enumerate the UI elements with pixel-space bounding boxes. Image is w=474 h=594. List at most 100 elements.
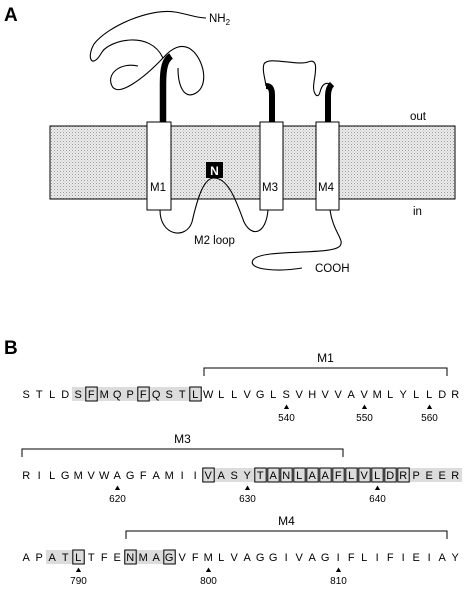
- panel-b-letter: B: [4, 338, 18, 359]
- residue-letter: Y: [452, 552, 460, 564]
- residue-letter: L: [361, 552, 368, 564]
- shaded-residue: [111, 387, 124, 401]
- residue-letter: A: [49, 552, 57, 564]
- shaded-residue: [46, 550, 59, 564]
- residue-letter: P: [36, 552, 44, 564]
- residue-letter: A: [23, 552, 31, 564]
- residue-letter: F: [348, 552, 355, 564]
- residue-letter: G: [269, 552, 278, 564]
- n-site-marker: [206, 162, 223, 178]
- shaded-residue: [306, 468, 319, 482]
- position-number: 790: [70, 576, 87, 587]
- position-tick: [205, 567, 212, 572]
- residue-letter: E: [114, 552, 122, 564]
- residue-letter: G: [61, 470, 70, 482]
- residue-letter: L: [75, 552, 82, 564]
- residue-letter: G: [256, 389, 265, 401]
- shaded-residue: [436, 468, 449, 482]
- shaded-residue: [254, 468, 267, 482]
- residue-letter: A: [153, 552, 161, 564]
- m1-box: [146, 121, 172, 211]
- shaded-residue: [280, 468, 293, 482]
- residue-letter: P: [127, 389, 135, 401]
- residue-letter: A: [270, 470, 278, 482]
- position-number: 560: [421, 413, 438, 424]
- residue-letter: G: [256, 552, 265, 564]
- residue-letter: F: [101, 552, 108, 564]
- position-number: 540: [278, 413, 295, 424]
- residue-letter: V: [296, 552, 304, 564]
- shaded-residue: [332, 468, 345, 482]
- segment-bracket: [203, 367, 448, 376]
- boxed-residue: [319, 467, 332, 483]
- n-terminal-chain: [89, 10, 207, 96]
- shaded-residue: [150, 387, 163, 401]
- shaded-residue: [189, 387, 202, 401]
- panel-a-letter: A: [4, 5, 18, 26]
- position-tick: [75, 567, 82, 572]
- residue-letter: P: [413, 470, 421, 482]
- residue-letter: L: [348, 470, 355, 482]
- residue-letter: I: [181, 470, 185, 482]
- shaded-residue: [358, 468, 371, 482]
- m1-extracellular-segment: [159, 53, 174, 125]
- residue-letter: L: [374, 470, 381, 482]
- shaded-residue: [371, 468, 384, 482]
- shaded-residue: [163, 550, 176, 564]
- boxed-residue: [293, 467, 306, 483]
- residue-letter: L: [270, 389, 277, 401]
- shaded-residue: [345, 468, 358, 482]
- residue-letter: D: [61, 389, 70, 401]
- segment-bracket: [21, 448, 344, 457]
- boxed-residue: [202, 467, 215, 483]
- residue-letter: L: [387, 389, 394, 401]
- residue-letter: V: [205, 470, 213, 482]
- shaded-residue: [150, 550, 163, 564]
- shaded-residue: [124, 387, 137, 401]
- boxed-residue: [189, 386, 202, 402]
- residue-letter: A: [309, 470, 317, 482]
- position-tick: [114, 485, 121, 490]
- n-site-label: N: [210, 164, 219, 178]
- residue-letter: S: [23, 389, 31, 401]
- shaded-residue: [397, 468, 410, 482]
- residue-letter: G: [165, 552, 174, 564]
- residue-letter: Q: [113, 389, 122, 401]
- residue-letter: V: [231, 552, 239, 564]
- boxed-residue: [371, 467, 384, 483]
- nh2-label: NH2: [209, 13, 231, 27]
- boxed-residue: [306, 467, 319, 483]
- boxed-residue: [358, 467, 371, 483]
- m2-loop-label: M2 loop: [194, 235, 235, 247]
- residue-letter: H: [308, 389, 317, 401]
- residue-letter: I: [402, 552, 406, 564]
- residue-letter: L: [49, 389, 56, 401]
- residue-letter: S: [231, 470, 239, 482]
- shaded-residue: [449, 468, 462, 482]
- residue-letter: I: [285, 552, 289, 564]
- m4-extracellular-segment: [325, 81, 335, 147]
- m3-label: M3: [262, 182, 278, 194]
- residue-letter: F: [88, 389, 95, 401]
- residue-letter: A: [309, 552, 317, 564]
- residue-letter: M: [139, 552, 149, 564]
- n-terminal-chain-lower: [110, 57, 164, 91]
- residue-letter: V: [335, 389, 343, 401]
- boxed-residue: [267, 467, 280, 483]
- shaded-residue: [137, 550, 150, 564]
- boxed-residue: [345, 467, 358, 483]
- residue-letter: V: [361, 389, 369, 401]
- m2-loop-chain: [159, 177, 269, 234]
- m3-box: [259, 121, 284, 211]
- position-tick: [283, 404, 290, 409]
- boxed-residue: [280, 467, 293, 483]
- shaded-residue: [202, 468, 215, 482]
- residue-letter: V: [322, 389, 330, 401]
- position-number: 800: [200, 576, 217, 587]
- side-out-label: out: [410, 111, 427, 123]
- shaded-residue: [59, 550, 72, 564]
